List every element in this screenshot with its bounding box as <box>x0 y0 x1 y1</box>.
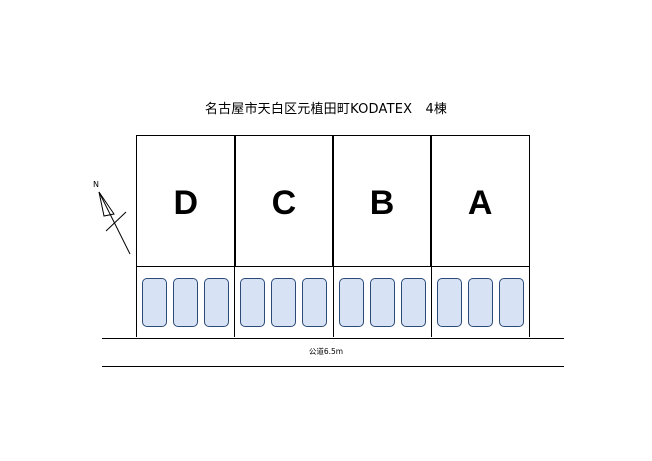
road-edge-top <box>102 338 564 339</box>
parking-stall <box>204 278 229 327</box>
lot-label: B <box>369 183 395 222</box>
road-label: 公道6.5m <box>308 347 344 356</box>
parking-zone-d <box>136 267 234 337</box>
parking-stall <box>240 278 266 327</box>
parking-zone-c <box>234 267 332 337</box>
lot-label: D <box>173 183 199 222</box>
parking-stall <box>173 278 198 327</box>
site-title: 名古屋市天白区元植田町KODATEX 4棟 <box>204 102 448 117</box>
parking-stall <box>436 278 462 327</box>
lot-label: A <box>467 183 493 222</box>
parking-stall <box>338 278 364 327</box>
parking-stall <box>142 278 167 327</box>
lot-a[interactable]: A <box>430 135 530 267</box>
parking-area <box>136 267 530 337</box>
parking-stall <box>467 278 493 327</box>
north-arrow-icon: N <box>93 180 131 255</box>
parking-zone-a <box>430 267 530 337</box>
lot-d[interactable]: D <box>136 135 236 267</box>
building-lots: D C B A <box>136 135 530 267</box>
lot-c[interactable]: C <box>234 135 334 267</box>
parking-stall <box>400 278 426 327</box>
parking-zone-b <box>332 267 431 337</box>
road-edge-bottom <box>102 366 564 367</box>
parking-stall <box>302 278 328 327</box>
lot-label: C <box>271 183 297 222</box>
compass-north-label: N <box>93 180 99 189</box>
lot-b[interactable]: B <box>332 135 432 267</box>
parking-stall <box>271 278 297 327</box>
parking-stall <box>498 278 524 327</box>
parking-stall <box>369 278 395 327</box>
